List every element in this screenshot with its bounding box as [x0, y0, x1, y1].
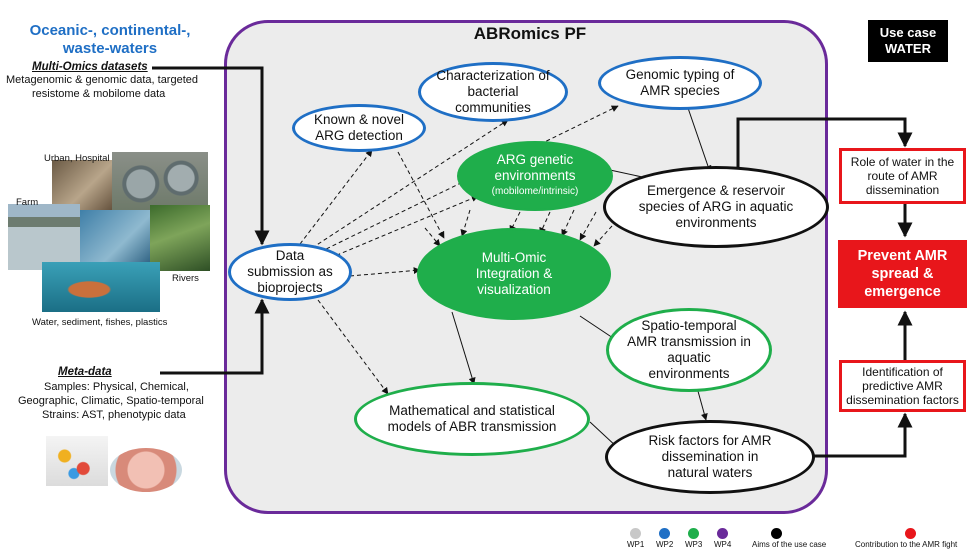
photo-farm-lagoon — [8, 204, 80, 270]
arg-genetic-sublabel: (mobilome/intrinsic) — [491, 186, 579, 197]
water-sources-heading: Oceanic-, continental-, waste-waters — [29, 22, 191, 57]
datasets-title: Multi-Omics datasets — [32, 61, 148, 73]
node-data-submission: Data submission as bioprojects — [228, 243, 352, 301]
legend-label-wp1: WP1 — [627, 540, 645, 549]
box-identification: Identification of predictive AMR dissemi… — [839, 360, 966, 412]
arrow-char-to-multiomic — [424, 227, 441, 247]
legend-label-wp2: WP2 — [656, 540, 674, 549]
node-risk-factors: Risk factors for AMR dissemination in na… — [605, 420, 815, 494]
arrow-genomic-to-emergence — [687, 107, 712, 173]
label-farm: Farm — [16, 197, 39, 208]
legend-dot-wp1 — [630, 528, 641, 539]
photo-petri-dish — [110, 448, 182, 492]
legend-dot-contribution — [905, 528, 916, 539]
arrow-emergence-to-multiomic — [593, 225, 613, 247]
node-known-novel-arg: Known & novel ARG detection — [292, 104, 426, 152]
arrow-datasets-to-submission — [152, 66, 270, 246]
arrow-submission-to-math — [317, 299, 389, 395]
use-case-line2: WATER — [885, 41, 931, 56]
legend-dot-wp3 — [688, 528, 699, 539]
arg-genetic-label: ARG genetic environments — [494, 152, 576, 183]
arrow-submission-to-known — [299, 149, 373, 245]
arrow-genomic-to-multiomic — [579, 211, 597, 241]
arrow-submission-to-multiomic — [349, 267, 421, 277]
photo-hospital-tanks — [112, 152, 208, 210]
node-multi-omic: Multi-Omic Integration & visualization — [417, 228, 611, 320]
label-urban-hospital: Urban, Hospital — [44, 153, 110, 164]
arrow-emergence-to-role — [736, 117, 913, 170]
node-arg-genetic: ARG genetic environments (mobilome/intri… — [457, 141, 613, 211]
metadata-line1: Samples: Physical, Chemical, — [44, 381, 189, 393]
arrow-arg-to-multiomic-4 — [561, 209, 575, 237]
legend-dot-aims — [771, 528, 782, 539]
arrow-submission-to-arg — [329, 195, 479, 259]
node-characterization: Characterization of bacterial communitie… — [418, 62, 568, 122]
legend-dot-wp2 — [659, 528, 670, 539]
node-emergence-reservoir: Emergence & reservoir species of ARG in … — [603, 166, 829, 248]
arrow-risk-to-identification — [812, 412, 913, 458]
arrow-arg-to-multiomic-2 — [509, 211, 521, 233]
photo-pills — [46, 436, 108, 486]
box-prevent-amr: Prevent AMR spread & emergence — [838, 240, 967, 308]
arrow-multiomic-to-math — [451, 311, 476, 385]
datasets-line2: resistome & mobilome data — [32, 88, 166, 100]
legend-label-wp4: WP4 — [714, 540, 732, 549]
datasets-line1: Metagenomic & genomic data, targeted — [6, 74, 199, 86]
photo-fish — [42, 262, 160, 312]
legend-label-aims: Aims of the use case — [752, 540, 827, 549]
node-genomic-typing: Genomic typing of AMR species — [598, 56, 762, 110]
legend-label-wp3: WP3 — [685, 540, 703, 549]
node-spatio-temporal: Spatio-temporal AMR transmission in aqua… — [606, 308, 772, 392]
metadata-title: Meta-data — [58, 366, 112, 378]
arrow-submission-to-genomic — [319, 105, 619, 253]
box-role-of-water: Role of water in the route of AMR dissem… — [839, 148, 966, 204]
node-math-models: Mathematical and statistical models of A… — [354, 382, 590, 456]
platform-title: ABRomics PF — [473, 24, 587, 43]
photo-rivers — [150, 205, 210, 271]
legend-dot-wp4 — [717, 528, 728, 539]
label-water-sediment: Water, sediment, fishes, plastics — [32, 317, 168, 328]
metadata-line3: Strains: AST, phenotypic data — [42, 409, 186, 421]
arrow-metadata-to-submission — [160, 298, 270, 375]
legend-label-contribution: Contribution to the AMR fight — [855, 540, 958, 549]
use-case-badge: Use case WATER — [868, 20, 948, 62]
photo-dock — [80, 210, 150, 266]
label-rivers: Rivers — [172, 273, 199, 284]
metadata-line2: Geographic, Climatic, Spatio-temporal — [18, 395, 204, 407]
arrow-arg-to-multiomic-1 — [460, 209, 471, 237]
arrow-known-to-multiomic — [397, 151, 445, 239]
use-case-line1: Use case — [879, 25, 937, 40]
